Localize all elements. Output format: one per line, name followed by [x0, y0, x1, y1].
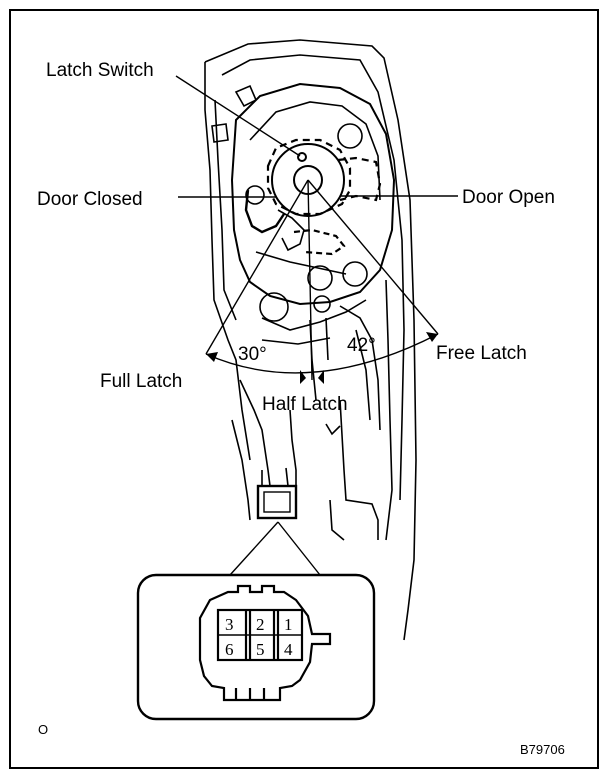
callout-line-left	[229, 521, 279, 576]
latch-switch-leader	[175, 75, 301, 157]
corner-mark: O	[38, 722, 48, 737]
door-latch-assembly	[204, 39, 417, 641]
angle-free-label: 42°	[347, 335, 376, 356]
connector-face	[198, 584, 332, 702]
door-closed-label: Door Closed	[37, 189, 143, 210]
half-latch-ray	[307, 179, 313, 381]
callout-box	[136, 573, 376, 721]
pin-4: 4	[284, 640, 293, 659]
part-code: B79706	[520, 742, 565, 757]
half-latch-label: Half Latch	[262, 394, 348, 415]
callout-line-right	[277, 521, 321, 576]
door-open-label: Door Open	[462, 187, 555, 208]
full-latch-label: Full Latch	[100, 371, 182, 392]
pin-3: 3	[225, 615, 234, 634]
latch-switch-label: Latch Switch	[46, 60, 154, 81]
pin-1: 1	[284, 615, 293, 634]
angle-arrowheads	[206, 332, 438, 384]
connector-callout: 3 2 1 6 5 4	[136, 573, 376, 721]
pin-2: 2	[256, 615, 265, 634]
full-latch-ray	[205, 179, 309, 355]
pin-5: 5	[256, 640, 265, 659]
angle-full-label: 30°	[238, 344, 267, 365]
free-latch-label: Free Latch	[436, 343, 527, 364]
free-latch-ray	[307, 179, 439, 335]
pin-6: 6	[225, 640, 234, 659]
angle-arc	[205, 333, 439, 374]
leader-lines	[175, 75, 458, 576]
figure-border	[9, 9, 599, 769]
